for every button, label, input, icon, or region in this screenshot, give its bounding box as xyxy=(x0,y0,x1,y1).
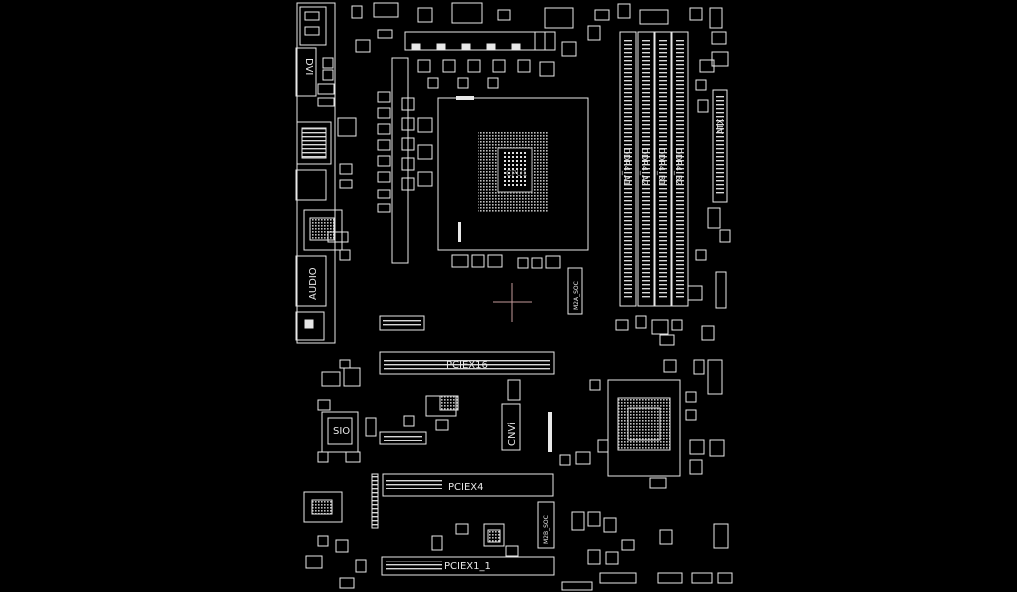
bottom-left-components xyxy=(303,491,367,589)
front-panel-header xyxy=(379,315,425,331)
dimm-slot-b1 xyxy=(654,31,672,307)
pciex1-slot xyxy=(381,556,555,576)
top-edge-components xyxy=(351,2,703,57)
label-audio: AUDIO xyxy=(308,267,319,300)
label-m2b: M2B_SOC xyxy=(543,515,550,544)
dimm-slot-b2 xyxy=(671,31,689,307)
label-ddr4-b2: DDR4_B2 xyxy=(674,148,683,186)
chipset-pch xyxy=(589,359,697,489)
usb-stack xyxy=(299,6,327,46)
m2-connectors xyxy=(537,267,583,549)
label-atx: ATX xyxy=(716,118,725,134)
cnvi-area xyxy=(379,379,591,466)
label-sio: SIO xyxy=(333,426,350,437)
hdmi-port xyxy=(296,121,332,165)
label-ddr4-b1: DDR4_B1 xyxy=(657,148,666,186)
dvi-connector xyxy=(295,47,317,97)
pcie-slots xyxy=(371,351,555,576)
cnvi-module xyxy=(501,403,521,451)
label-cnvi: CNVi xyxy=(507,422,518,446)
dimm-slot-a2 xyxy=(637,31,655,307)
pciex4-slot xyxy=(382,473,554,497)
placement-crosshair xyxy=(493,283,532,322)
pciex16-slot xyxy=(379,351,555,375)
super-io-chip xyxy=(317,359,377,463)
lan-port xyxy=(295,169,327,201)
power-connector-top xyxy=(404,31,546,51)
cpu-socket xyxy=(437,96,589,269)
vrm-area xyxy=(377,31,556,264)
memory-side-components xyxy=(615,315,683,346)
label-dvi: DVI xyxy=(303,58,314,75)
m2a-connector xyxy=(567,267,583,315)
silkscreen-labels: DVI AUDIO SIO CNVi PCIEX16 PCIEX4 PCIEX1… xyxy=(303,58,725,572)
spdif-connector xyxy=(295,311,325,341)
vrm-heatsink-outline xyxy=(391,57,409,264)
audio-jack-block xyxy=(295,255,327,307)
label-ddr4-a2: DDR4_A2 xyxy=(640,148,649,186)
tpm-header xyxy=(303,491,343,523)
label-cpu: CPU1 xyxy=(506,169,527,178)
ddr4-dimm-slots xyxy=(619,31,689,307)
small-header xyxy=(379,431,427,445)
m2b-connector xyxy=(537,501,555,549)
right-edge-components xyxy=(687,7,727,475)
label-m2a: M2A_SOC xyxy=(573,281,580,310)
label-pciex4: PCIEX4 xyxy=(448,482,484,493)
atx-power-connector xyxy=(695,51,731,309)
usb-lan-stack xyxy=(303,209,343,251)
dimm-slot-a1 xyxy=(619,31,637,307)
label-pciex1: PCIEX1_1 xyxy=(444,561,491,572)
bottom-mid-components xyxy=(431,523,519,557)
label-pciex16: PCIEX16 xyxy=(446,360,488,371)
io-side-components xyxy=(317,57,357,261)
label-ddr4-a1: DDR4_A1 xyxy=(622,148,631,186)
bottom-right-components xyxy=(561,511,733,591)
